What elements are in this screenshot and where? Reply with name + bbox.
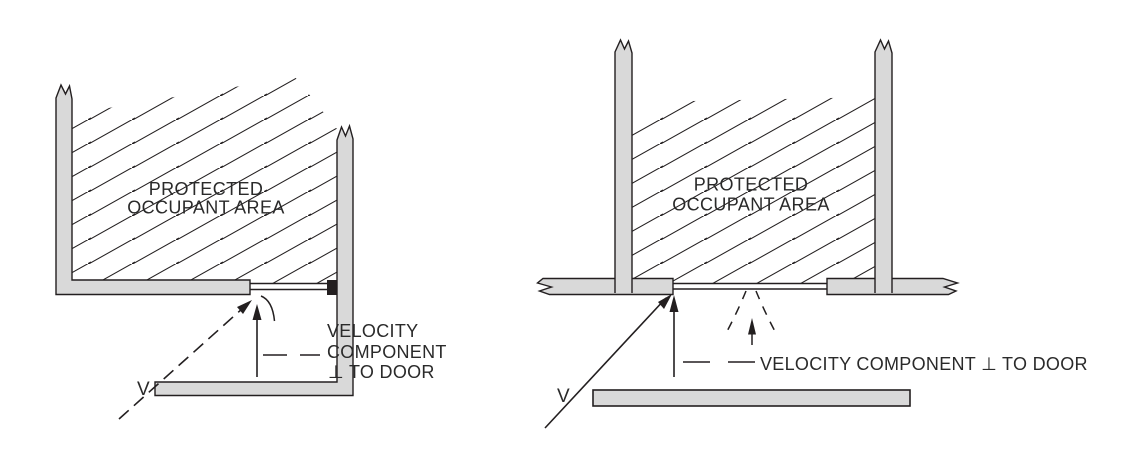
velocity-component-label-line1: VELOCITY — [327, 321, 418, 341]
velocity-component-label: VELOCITY COMPONENT ⊥ TO DOOR — [760, 354, 1088, 374]
v-symbol-label: V — [557, 386, 570, 407]
door-leaf — [673, 282, 827, 290]
velocity-component-label-line2: COMPONENT — [327, 342, 447, 362]
perpendicular-component-arrowhead — [669, 295, 679, 312]
velocity-component-label-line3: ⊥ TO DOOR — [328, 362, 435, 382]
airflow-plume — [723, 290, 779, 345]
perpendicular-component-arrow — [252, 304, 262, 377]
velocity-vector-arrow — [544, 294, 672, 429]
wall-left-vertical — [614, 38, 633, 293]
plume-arrowhead — [748, 318, 756, 335]
plume-left-curve — [723, 290, 747, 338]
door-leaf — [250, 282, 327, 291]
velocity-vector-line — [118, 307, 244, 420]
protected-area-label-line1: PROTECTED — [694, 175, 809, 195]
hatched-region — [72, 77, 337, 283]
protected-area-label-line2: OCCUPANT AREA — [672, 195, 830, 215]
protected-area-label-line2: OCCUPANT AREA — [127, 198, 285, 218]
perpendicular-component-arrow — [669, 295, 679, 377]
velocity-vector-arrowhead — [237, 300, 252, 314]
protected-area-label-line1: PROTECTED — [149, 179, 264, 199]
wall-right-vertical — [874, 38, 893, 293]
hatched-region — [632, 97, 875, 283]
wall-bottom-left — [536, 277, 674, 296]
door-hinge-block — [327, 280, 337, 295]
left-diagram: PROTECTED OCCUPANT AREA VELOCITY COMPONE… — [55, 77, 447, 420]
plume-right-curve — [755, 290, 779, 338]
wall-right-and-corridor — [154, 123, 354, 397]
wall-baffle-bar — [592, 389, 911, 407]
right-diagram: PROTECTED OCCUPANT AREA VELOCITY COMPONE… — [536, 38, 1088, 429]
wall-left-and-bottom — [55, 83, 251, 296]
velocity-vector-arrow — [118, 300, 252, 420]
velocity-vector-arrowhead — [658, 294, 672, 309]
v-symbol-label: V — [137, 379, 150, 400]
velocity-vector-line — [544, 297, 667, 429]
perpendicular-component-arrowhead — [252, 304, 262, 320]
angle-arc — [260, 295, 276, 322]
